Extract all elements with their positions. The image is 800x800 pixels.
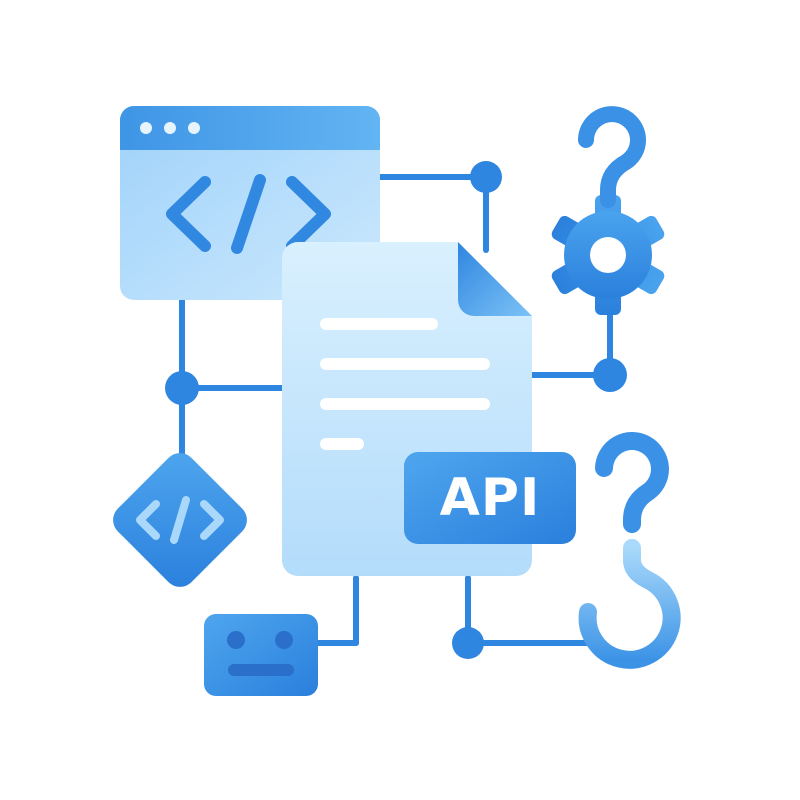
connector-nodes: [165, 161, 627, 659]
diamond-code-icon: [113, 453, 247, 587]
robot-face-icon: [204, 614, 318, 696]
document-fold: [458, 242, 532, 316]
document-text-lines: [320, 318, 490, 450]
hook-icon: [578, 539, 681, 669]
window-dot: [188, 122, 200, 134]
window-dot: [164, 122, 176, 134]
question-mark-icon: [578, 106, 646, 208]
question-mark-icon: [595, 432, 669, 533]
connector-node: [593, 358, 627, 392]
connector-node: [452, 627, 484, 659]
window-dot: [140, 122, 152, 134]
code-brackets-icon: [166, 174, 331, 254]
api-badge: [404, 452, 576, 544]
gear-icon: [551, 195, 665, 315]
connector-node: [470, 161, 502, 193]
connector-node: [165, 371, 199, 405]
